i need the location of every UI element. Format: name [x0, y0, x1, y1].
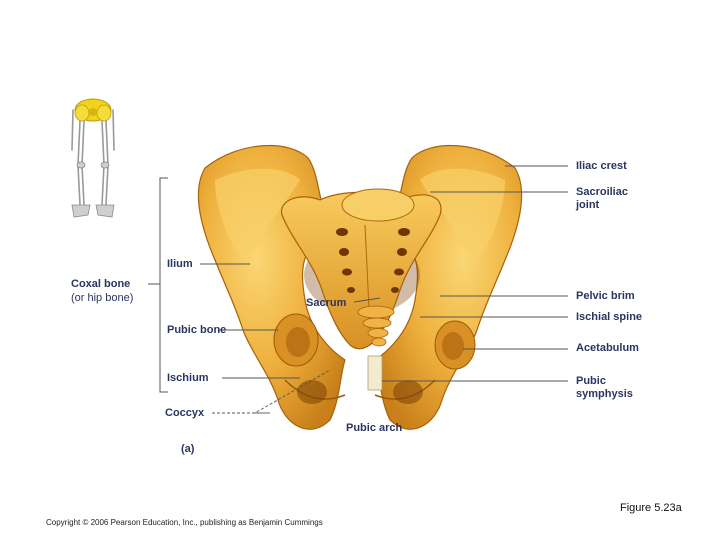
label-pubic-bone: Pubic bone	[167, 324, 227, 336]
label-sacrum: Sacrum	[306, 297, 347, 309]
label-pubic-symphysis-line1: Pubic	[576, 375, 606, 387]
figure-number: Figure 5.23a	[620, 502, 682, 514]
label-pubic-symphysis-line2: symphysis	[576, 388, 633, 400]
label-ischial-spine: Ischial spine	[576, 311, 643, 323]
label-sacroiliac-joint-line2: joint	[576, 199, 600, 211]
label-pubic-symphysis: Pubic symphysis	[576, 375, 633, 401]
label-ischium: Ischium	[167, 372, 209, 384]
label-acetabulum: Acetabulum	[576, 342, 639, 354]
label-pelvic-brim: Pelvic brim	[576, 290, 635, 302]
label-sacroiliac-joint: Sacroiliac joint	[576, 186, 628, 212]
label-coxal-bone: Coxal bone	[71, 278, 131, 290]
label-coccyx: Coccyx	[165, 407, 205, 419]
leader-lines	[200, 165, 568, 414]
copyright-notice: Copyright © 2006 Pearson Education, Inc.…	[46, 518, 323, 527]
skeleton-locator-icon	[71, 98, 115, 218]
pubic-symphysis-cartilage	[367, 355, 383, 391]
sacrum-bone	[281, 188, 442, 350]
label-iliac-crest: Iliac crest	[576, 160, 627, 172]
label-part-letter: (a)	[181, 443, 195, 455]
label-ilium: Ilium	[167, 258, 193, 270]
coxal-bone-bracket	[148, 177, 168, 393]
coccyx-bone	[357, 305, 395, 347]
label-sacroiliac-joint-line1: Sacroiliac	[576, 186, 628, 198]
label-coxal-bone-alt: (or hip bone)	[71, 292, 134, 304]
label-pubic-arch: Pubic arch	[346, 422, 403, 434]
